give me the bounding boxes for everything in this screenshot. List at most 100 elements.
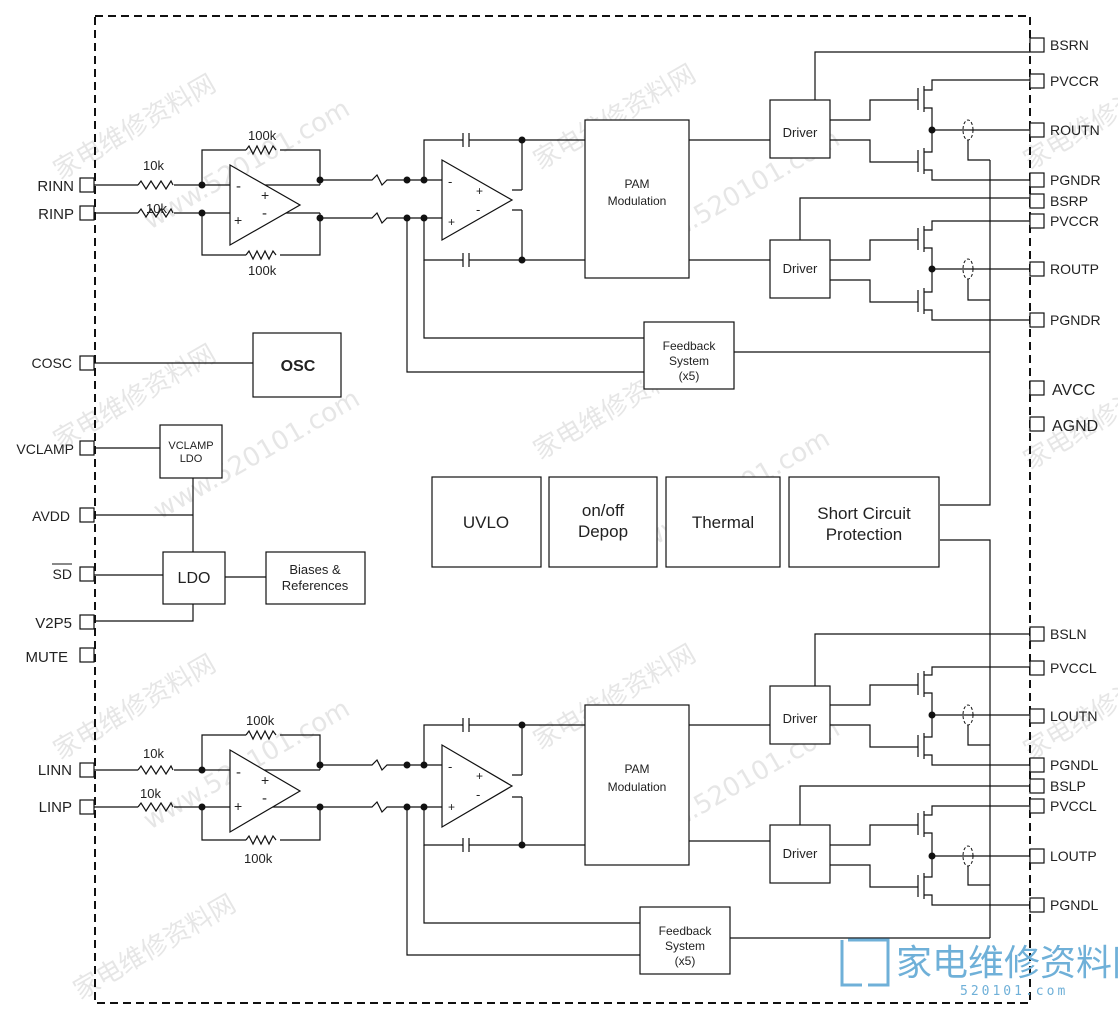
pin-pvccl2-box [1029,798,1045,814]
opamp-plus: + [476,769,483,783]
pin-routn-box [1029,122,1045,138]
opamp-2 [441,158,514,242]
osc-label: OSC [281,358,316,375]
pin-avdd-label: AVDD [32,508,70,524]
ldo-block [162,551,226,605]
resistor-100k-top [245,144,277,156]
pin-bsln-box [1029,626,1045,642]
pin-loutp-box [1029,848,1045,864]
resistor-label: 10k [146,201,167,216]
sense-wire [967,866,990,886]
depop-block [548,476,658,568]
resistor-label: 10k [143,158,164,173]
resistor-100k-bot [245,834,277,846]
pin-bsrn-label: BSRN [1050,37,1089,53]
resistor-100k-top [245,729,277,741]
feedback-label: (x5) [679,369,700,383]
pin-pvccl1-label: PVCCL [1050,660,1097,676]
pin-pgndl1-label: PGNDL [1050,757,1098,773]
sense-wire [967,725,990,746]
left-channel: 10k 10k 100k 100k - + + - - + + - PAM Mo… [94,633,1030,975]
pin-sd-label: SD [53,566,72,582]
resistor-label: 100k [244,851,273,866]
pin-avcc-box [1029,380,1045,396]
pin-linn-box [79,762,95,778]
opamp-1 [229,748,302,834]
pin-linp-label: LINP [39,799,72,816]
right-channel: 10k 10k 100k 100k - + + - - + + - PAM [94,51,1030,506]
opamp-1 [229,163,302,247]
pin-pvccl2-label: PVCCL [1050,798,1097,814]
pin-pvccr1-label: PVCCR [1050,73,1099,89]
middle-blocks: OSC VCLAMP LDO LDO Biases & References U… [94,332,991,938]
site-logo: 家电维修资料网 520101.com [840,938,1118,999]
capacitor-top [462,133,470,147]
driver-block [769,685,831,745]
vclamp-ldo-block [159,424,223,479]
opamp-minus: - [262,790,267,807]
pin-linn-label: LINN [38,762,72,779]
driver-label: Driver [783,846,818,861]
pin-cosc-box [79,355,95,371]
resistor-100k-bot [245,249,277,261]
pam-modulation-block-l [584,704,690,866]
resistor-label: 10k [143,746,164,761]
pam-label: Modulation [608,780,667,794]
feedback-wires [201,734,321,841]
short-circuit-label: Short Circuit [817,504,911,523]
opamp-minus: - [236,178,241,195]
driver-block [769,824,831,884]
depop-label: Depop [578,522,628,541]
thermal-block [665,476,781,568]
opamp-plus: + [234,798,242,814]
logo-icon [840,938,890,987]
driver-label: Driver [783,711,818,726]
pam-label: Modulation [608,194,667,208]
pin-pgndr2-box [1029,312,1045,328]
opamp-2 [441,743,514,829]
pin-pvccl1-box [1029,660,1045,676]
pam-label: PAM [624,177,649,191]
pam-modulation-block-r [584,119,690,279]
driver-p-gate-wires [799,197,1030,303]
pin-routn-label: ROUTN [1050,122,1100,138]
fet-pair-p [917,805,1030,906]
fet-pair-n [917,666,1030,766]
pin-rinp-box [79,205,95,221]
short-circuit-label: Protection [826,525,903,544]
short-circuit-block [788,476,940,568]
left-pins: RINN RINP COSC VCLAMP AVDD SD V2P5 MUTE … [16,177,95,816]
pin-loutn-box [1029,708,1045,724]
sense-bus [940,160,991,506]
resistor-label: 100k [246,713,275,728]
watermark-text: 家电维修资料网 [49,69,222,186]
pin-routp-label: ROUTP [1050,261,1099,277]
opamp-minus: - [236,764,241,781]
feedback-wires [201,149,321,256]
feedback-label: Feedback [663,339,717,353]
pin-vclamp-label: VCLAMP [16,441,74,457]
opamp-minus: - [262,205,267,222]
pin-avdd-box [79,507,95,523]
vclamp-ldo-label: LDO [180,453,203,465]
pin-pvccr2-label: PVCCR [1050,213,1099,229]
pin-pgndl2-label: PGNDL [1050,897,1098,913]
feedback-label: System [665,939,705,953]
pin-loutp-label: LOUTP [1050,848,1097,864]
pin-bsrp-label: BSRP [1050,193,1088,209]
resistor-10k-p [137,801,174,813]
pin-loutn-label: LOUTN [1050,708,1097,724]
opamp-minus: - [448,759,452,774]
biases-label: References [282,578,349,593]
feedback-wires [406,218,990,373]
right-pins: BSRN PVCCR ROUTN PGNDR BSRP PVCCR ROUTP … [1029,37,1101,913]
sense-bus-left [940,539,991,938]
ldo-label: LDO [178,570,211,587]
biases-block [265,551,366,605]
pin-rinn-label: RINN [37,178,74,195]
uvlo-label: UVLO [463,513,509,532]
pin-v2p5-box [79,614,95,630]
feedback-label: System [669,354,709,368]
logo-text: 家电维修资料网 [896,943,1118,984]
